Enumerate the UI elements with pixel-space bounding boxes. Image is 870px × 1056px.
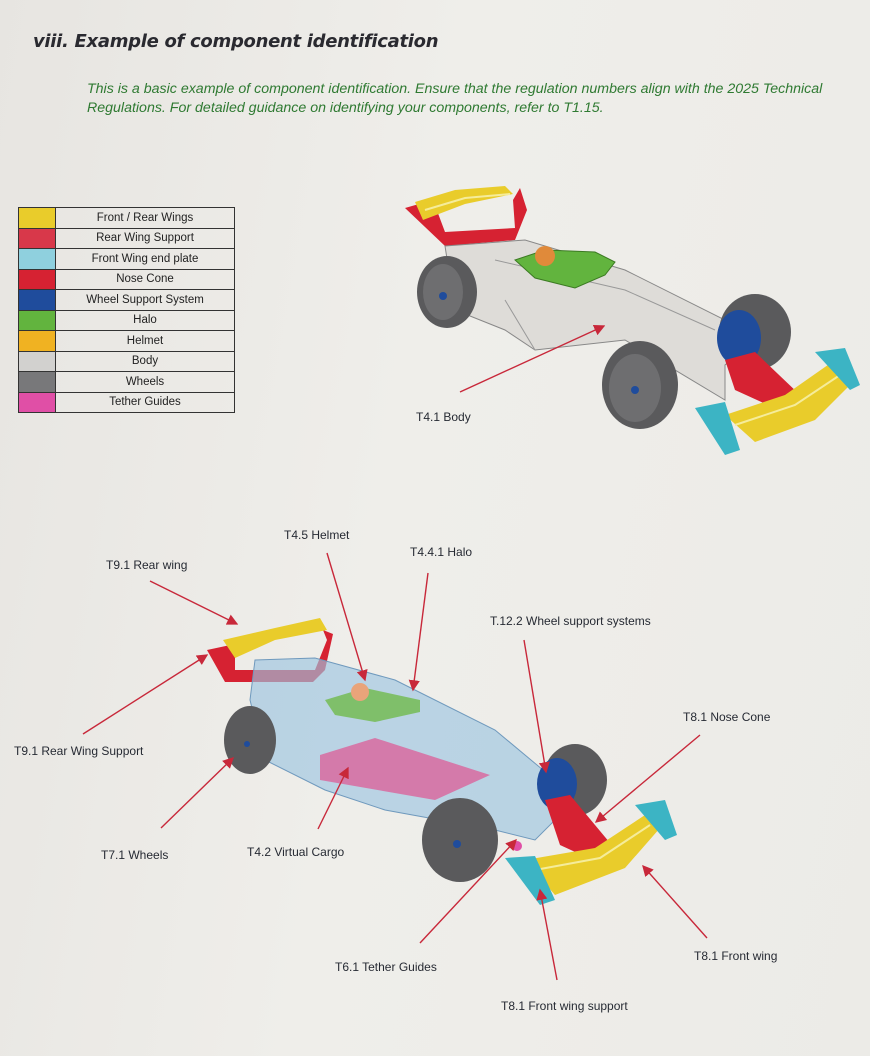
arrow-front-wing-support: [536, 888, 558, 981]
legend-label: Rear Wing Support: [55, 227, 235, 249]
legend-row: Front Wing end plate: [18, 248, 235, 270]
label-nose-cone: T8.1 Nose Cone: [683, 710, 771, 724]
label-front-wing: T8.1 Front wing: [694, 949, 778, 963]
arrow-rear-wing-support: [82, 654, 209, 735]
label-wheels: T7.1 Wheels: [101, 848, 169, 862]
label-wheel-support: T.12.2 Wheel support systems: [490, 614, 651, 628]
legend-label: Tether Guides: [55, 391, 235, 413]
legend-label: Wheels: [55, 371, 235, 393]
label-virtual-cargo: T4.2 Virtual Cargo: [247, 845, 345, 859]
front-wing-shape: [725, 360, 855, 442]
legend-swatch: [18, 391, 56, 413]
legend-row: Rear Wing Support: [18, 227, 235, 249]
legend-row: Nose Cone: [18, 268, 235, 290]
label-front-wing-support: T8.1 Front wing support: [501, 999, 628, 1013]
legend-label: Front Wing end plate: [55, 248, 235, 270]
legend-label: Body: [55, 350, 235, 372]
front-wheel-shape: [422, 798, 498, 882]
rear-wing-shape: [223, 618, 327, 658]
helmet-shape: [351, 683, 369, 701]
front-wing-shape: [525, 815, 660, 895]
label-helmet: T4.5 Helmet: [284, 528, 350, 542]
front-endplate-shape: [695, 402, 740, 455]
arrow-body: [459, 324, 606, 393]
arrow-wheel-support: [523, 639, 550, 774]
arrow-halo: [408, 572, 429, 692]
legend-label: Halo: [55, 309, 235, 331]
legend-row: Tether Guides: [18, 391, 235, 413]
section-heading: viii. Example of component identificatio…: [33, 31, 439, 52]
rear-wing-shape: [415, 186, 513, 220]
wheel-support-shape: [717, 310, 761, 366]
label-body: T4.1 Body: [416, 410, 471, 424]
top-car-illustration: [405, 186, 860, 455]
rear-wheel-shape: [224, 706, 276, 774]
legend-row: Helmet: [18, 330, 235, 352]
legend-label: Nose Cone: [55, 268, 235, 290]
arrow-rear-wing: [149, 580, 239, 625]
label-halo: T4.4.1 Halo: [410, 545, 473, 559]
legend-row: Halo: [18, 309, 235, 331]
legend-row: Body: [18, 350, 235, 372]
legend-row: Wheels: [18, 371, 235, 393]
virtual-cargo-shape: [320, 738, 490, 800]
helmet-shape: [535, 246, 555, 266]
arrow-tether-guides: [419, 838, 517, 944]
legend-swatch: [18, 371, 56, 393]
halo-shape: [325, 688, 420, 722]
legend-swatch: [18, 268, 56, 290]
legend-swatch: [18, 309, 56, 331]
intro-paragraph: This is a basic example of component ide…: [87, 81, 823, 116]
label-tether-guides: T6.1 Tether Guides: [335, 960, 437, 974]
legend-label: Front / Rear Wings: [55, 207, 235, 229]
arrow-nose-cone: [594, 734, 701, 823]
label-rear-wing-support: T9.1 Rear Wing Support: [14, 744, 144, 758]
arrow-wheels: [160, 757, 235, 829]
rear-wing-support-shape: [405, 188, 527, 246]
legend-swatch: [18, 207, 56, 229]
arrow-front-wing: [642, 864, 708, 939]
legend-row: Front / Rear Wings: [18, 207, 235, 229]
label-rear-wing: T9.1 Rear wing: [106, 558, 188, 572]
arrow-virtual-cargo: [317, 766, 349, 830]
arrow-helmet: [326, 552, 368, 682]
